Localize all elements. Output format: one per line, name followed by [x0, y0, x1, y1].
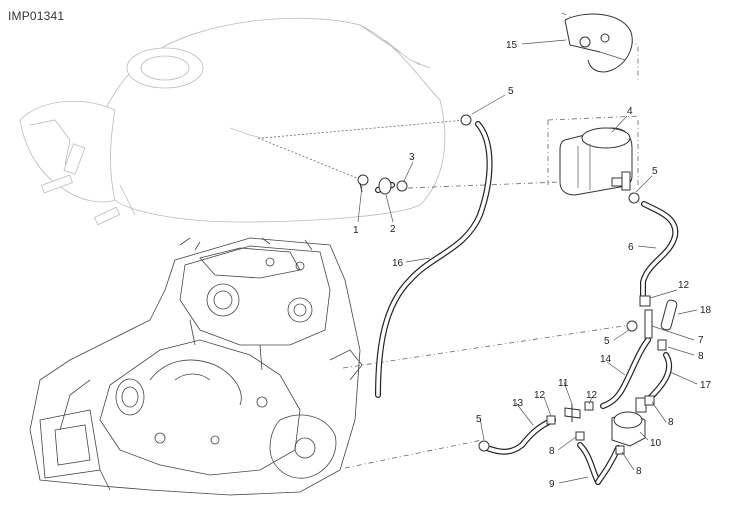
callouts: 15 5 4 3 5 1 2 16 6 12 18 5 7 8 14 17 11…	[353, 40, 712, 490]
callout-18: 18	[700, 305, 712, 316]
fuel-tank	[19, 17, 446, 226]
callout-8d: 8	[636, 466, 642, 477]
callout-4: 4	[627, 106, 633, 117]
purge-valve	[611, 397, 647, 447]
callout-12b: 12	[534, 390, 546, 401]
callout-14: 14	[600, 354, 612, 365]
engine-block	[29, 237, 363, 496]
callout-6: 6	[628, 242, 634, 253]
callout-1: 1	[353, 225, 359, 236]
evap-canister	[559, 127, 633, 196]
callout-2: 2	[390, 224, 396, 235]
callout-5a: 5	[508, 86, 514, 97]
callout-7: 7	[698, 335, 704, 346]
leader-lines	[357, 39, 698, 484]
callout-5d: 5	[476, 414, 482, 425]
callout-13: 13	[512, 398, 524, 409]
callout-12a: 12	[678, 280, 690, 291]
callout-10: 10	[650, 438, 662, 449]
callout-12c: 12	[586, 390, 598, 401]
callout-16: 16	[392, 258, 404, 269]
callout-3: 3	[409, 152, 415, 163]
canister-bracket	[564, 13, 633, 73]
callout-17: 17	[700, 380, 712, 391]
callout-15: 15	[506, 40, 518, 51]
callout-8b: 8	[668, 417, 674, 428]
callout-11: 11	[558, 378, 569, 389]
callout-5c: 5	[604, 336, 610, 347]
drawing-code: IMP01341	[8, 9, 65, 23]
callout-8a: 8	[698, 351, 704, 362]
callout-5b: 5	[652, 166, 658, 177]
reference-lines	[257, 12, 641, 469]
callout-9: 9	[549, 479, 555, 490]
callout-8c: 8	[549, 446, 555, 457]
